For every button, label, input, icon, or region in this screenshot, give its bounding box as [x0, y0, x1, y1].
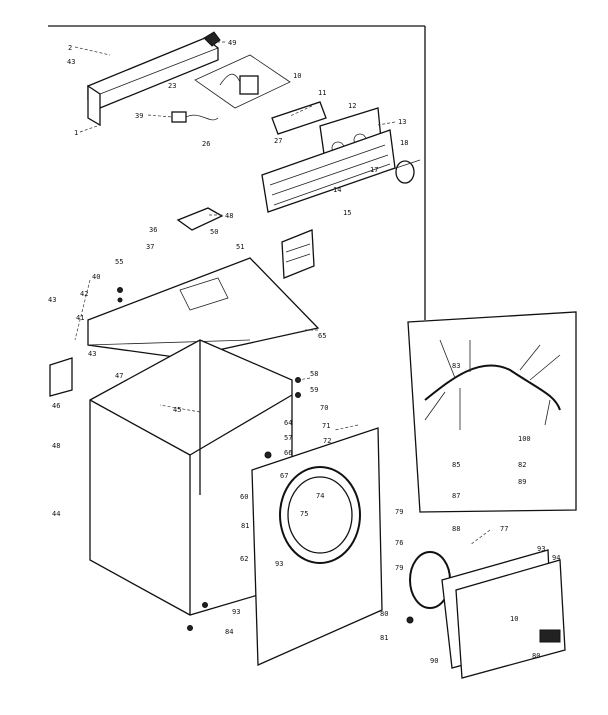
label-47: 47	[115, 372, 123, 380]
door-assembly	[441, 549, 566, 679]
label-45: 45	[173, 406, 181, 414]
selector-knob	[389, 159, 421, 184]
label-5-screw: 55	[115, 258, 123, 266]
label-59: 59	[310, 386, 318, 394]
leader-lines	[74, 41, 491, 546]
label-81: 81	[380, 634, 388, 642]
label-75: 75	[300, 510, 308, 518]
label-39: 39	[135, 112, 143, 120]
label-51: 51	[236, 243, 244, 251]
label-62: 62	[240, 555, 248, 563]
label-43b: 43	[48, 296, 56, 304]
screw	[295, 392, 301, 398]
label-2: 2	[68, 44, 72, 52]
label-27: 27	[274, 137, 282, 145]
label-43c: 43	[88, 350, 96, 358]
label-85: 85	[452, 461, 460, 469]
label-12: 12	[348, 102, 356, 110]
label-64: 64	[284, 419, 292, 427]
hinge	[406, 616, 414, 624]
label-90: 90	[430, 657, 438, 665]
label-60: 60	[240, 493, 248, 501]
label-72: 72	[323, 437, 331, 445]
label-50: 50	[210, 228, 218, 236]
front-panel	[251, 427, 383, 666]
label-79: 79	[395, 508, 403, 516]
screw	[117, 297, 123, 303]
label-74: 74	[316, 492, 324, 500]
label-100: 100	[518, 435, 531, 443]
screw	[117, 287, 123, 293]
label-18: 18	[400, 139, 408, 147]
label-76: 76	[395, 539, 403, 547]
label-23: 23	[168, 82, 176, 90]
screw	[187, 625, 193, 631]
label-10: 10	[293, 72, 301, 80]
label-66: 66	[284, 449, 292, 457]
label-41: 41	[76, 314, 84, 322]
label-26: 26	[202, 140, 210, 148]
label-37: 37	[146, 243, 154, 251]
label-44: 44	[52, 510, 60, 518]
label-49: 49	[228, 39, 236, 47]
label-17: 17	[370, 166, 378, 174]
label-80: 80	[380, 610, 388, 618]
screw	[202, 602, 208, 608]
label-14: 14	[333, 186, 341, 194]
label-36: 36	[149, 226, 157, 234]
label-42: 42	[80, 290, 88, 298]
label-79b: 79	[395, 564, 403, 572]
label-84: 84	[225, 628, 233, 636]
label-70: 70	[320, 404, 328, 412]
label-80b: 80	[532, 652, 540, 660]
label-1: 1	[74, 129, 78, 137]
label-88: 88	[452, 525, 460, 533]
label-89: 89	[518, 478, 526, 486]
console-end-cap	[87, 31, 221, 127]
label-71: 71	[322, 422, 330, 430]
label-40: 40	[92, 273, 100, 281]
wiring-harness-inset	[407, 311, 577, 513]
part-labels: 2 43 1 49 23 39 26 10 11 12 13 27 18 17 …	[48, 39, 560, 665]
label-11: 11	[318, 89, 326, 97]
label-67: 67	[280, 472, 288, 480]
label-93b: 93	[537, 545, 545, 553]
top-panel	[87, 257, 320, 359]
label-77: 77	[500, 525, 508, 533]
timer-assembly	[194, 54, 291, 109]
console-grille	[261, 129, 396, 213]
side-bracket	[49, 357, 73, 397]
switch-bracket	[171, 111, 219, 123]
label-61: 81	[241, 522, 249, 530]
latch	[264, 451, 272, 459]
label-46: 46	[52, 402, 60, 410]
label-10b: 10	[510, 615, 518, 623]
label-83: 83	[452, 362, 460, 370]
label-65: 65	[318, 332, 326, 340]
label-93: 93	[232, 608, 240, 616]
nameplate	[176, 207, 224, 231]
label-15: 15	[343, 209, 351, 217]
lint-filter	[281, 229, 315, 279]
label-94: 94	[552, 554, 560, 562]
label-48b: 48	[52, 442, 60, 450]
label-58: 58	[310, 370, 318, 378]
label-48: 48	[225, 212, 233, 220]
label-43: 43	[67, 58, 75, 66]
label-13: 13	[398, 118, 406, 126]
label-87: 87	[452, 492, 460, 500]
label-63: 93	[275, 560, 283, 568]
label-57: 57	[284, 434, 292, 442]
label-82: 82	[518, 461, 526, 469]
